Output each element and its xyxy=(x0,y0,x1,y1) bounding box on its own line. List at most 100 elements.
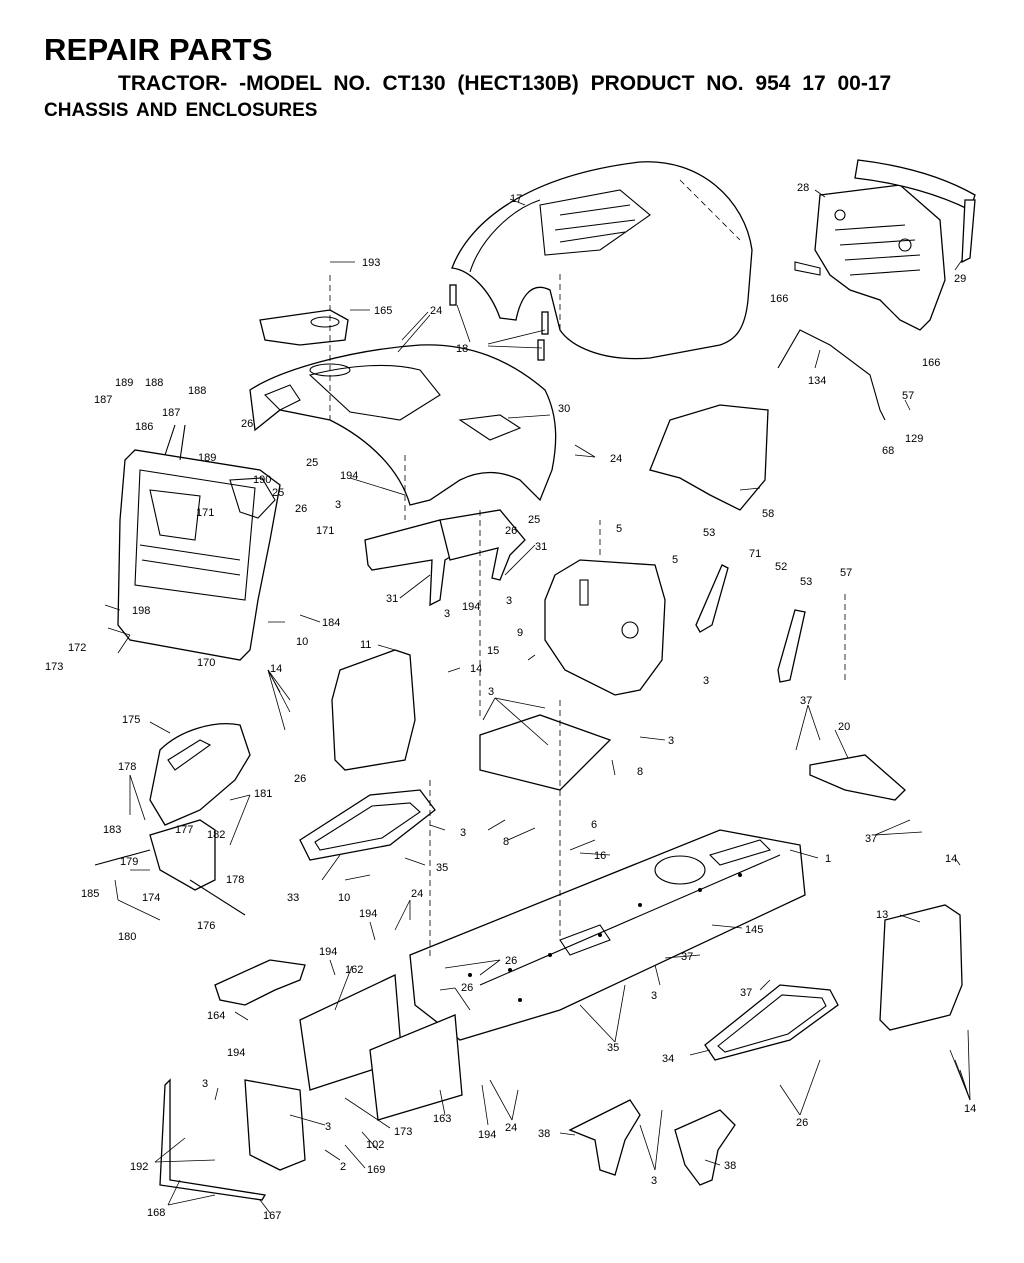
callout: 173 xyxy=(45,661,63,673)
callout: 37 xyxy=(865,833,877,845)
callout: 192 xyxy=(130,1161,148,1173)
callout: 181 xyxy=(254,788,272,800)
callout: 163 xyxy=(433,1113,451,1125)
callout: 16 xyxy=(594,850,606,862)
callout: 167 xyxy=(263,1210,281,1222)
callout: 194 xyxy=(359,908,377,920)
callout: 1 xyxy=(825,853,831,865)
callout: 175 xyxy=(122,714,140,726)
callout: 58 xyxy=(762,508,774,520)
callout: 9 xyxy=(517,627,523,639)
callout: 57 xyxy=(840,567,852,579)
pedal-part xyxy=(149,819,216,891)
callout: 185 xyxy=(81,888,99,900)
callout: 3 xyxy=(651,1175,657,1187)
callout: 35 xyxy=(607,1042,619,1054)
callout: 189 xyxy=(115,377,133,389)
page-title: REPAIR PARTS xyxy=(44,32,273,67)
callout: 20 xyxy=(838,721,850,733)
callout: 10 xyxy=(338,892,350,904)
callout: 102 xyxy=(366,1139,384,1151)
callout: 35 xyxy=(436,862,448,874)
callout: 10 xyxy=(296,636,308,648)
bracket-part xyxy=(439,509,526,581)
callout: 26 xyxy=(241,418,253,430)
callout: 26 xyxy=(796,1117,808,1129)
callout: 3 xyxy=(335,499,341,511)
bracket-part xyxy=(568,1099,641,1176)
bracket-part xyxy=(695,564,729,633)
callout: 3 xyxy=(460,827,466,839)
plate-part xyxy=(479,714,612,791)
callout: 25 xyxy=(306,457,318,469)
callout: 166 xyxy=(922,357,940,369)
callout: 3 xyxy=(703,675,709,687)
callout: 15 xyxy=(487,645,499,657)
callout: 129 xyxy=(905,433,923,445)
callout: 52 xyxy=(775,561,787,573)
frame-part xyxy=(409,829,806,1041)
bumper-part xyxy=(159,1078,267,1201)
bracket-part xyxy=(674,1109,736,1186)
bracket-part xyxy=(809,754,906,801)
callout: 26 xyxy=(294,773,306,785)
callout: 5 xyxy=(616,523,622,535)
callout: 25 xyxy=(528,514,540,526)
callout: 34 xyxy=(662,1053,674,1065)
callout-labels: 193 165 24 17 18 28 29 166 166 134 57 12… xyxy=(45,182,976,1222)
callout: 194 xyxy=(462,601,480,613)
callout: 180 xyxy=(118,931,136,943)
console-part xyxy=(544,559,666,696)
callout: 24 xyxy=(505,1122,517,1134)
callout: 14 xyxy=(964,1103,976,1115)
side-panel-part xyxy=(879,904,963,1031)
callout: 8 xyxy=(637,766,643,778)
callout: 171 xyxy=(316,525,334,537)
callout: 190 xyxy=(253,474,271,486)
callout: 166 xyxy=(770,293,788,305)
callout: 194 xyxy=(227,1047,245,1059)
callout: 29 xyxy=(954,273,966,285)
callout: 8 xyxy=(503,836,509,848)
callout: 57 xyxy=(902,390,914,402)
callout: 6 xyxy=(591,819,597,831)
callout: 25 xyxy=(272,487,284,499)
footrest-part xyxy=(704,984,839,1061)
callout: 31 xyxy=(386,593,398,605)
leader-lines xyxy=(104,189,971,1214)
callout: 188 xyxy=(145,377,163,389)
dash-panel-part xyxy=(249,275,557,506)
bracket-part xyxy=(777,609,806,683)
callout: 198 xyxy=(132,605,150,617)
callout: 194 xyxy=(478,1129,496,1141)
callout: 53 xyxy=(800,576,812,588)
callout: 18 xyxy=(456,343,468,355)
callout: 182 xyxy=(207,829,225,841)
section-title: CHASSIS AND ENCLOSURES xyxy=(44,100,318,121)
callout: 189 xyxy=(198,452,216,464)
callout: 53 xyxy=(703,527,715,539)
callout: 172 xyxy=(68,642,86,654)
callout: 184 xyxy=(322,617,340,629)
callout: 164 xyxy=(207,1010,225,1022)
callout: 14 xyxy=(945,853,957,865)
callout: 171 xyxy=(196,507,214,519)
rod-part xyxy=(777,329,886,421)
callout: 134 xyxy=(808,375,826,387)
callout: 3 xyxy=(444,608,450,620)
callout: 169 xyxy=(367,1164,385,1176)
callout: 3 xyxy=(202,1078,208,1090)
callout: 68 xyxy=(882,445,894,457)
callout: 26 xyxy=(461,982,473,994)
side-panel-part xyxy=(331,649,416,771)
callout: 3 xyxy=(488,686,494,698)
callout: 37 xyxy=(681,951,693,963)
callout: 11 xyxy=(360,639,371,651)
callout: 173 xyxy=(394,1126,412,1138)
callout: 37 xyxy=(740,987,752,999)
callout: 183 xyxy=(103,824,121,836)
callout: 38 xyxy=(724,1160,736,1172)
callout: 3 xyxy=(651,990,657,1002)
callout: 3 xyxy=(668,735,674,747)
callout: 174 xyxy=(142,892,160,904)
